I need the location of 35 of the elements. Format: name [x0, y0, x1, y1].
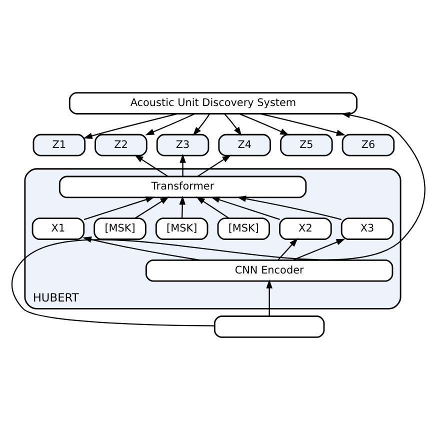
- arrow: [134, 196, 170, 219]
- node-box: Z4: [218, 134, 271, 156]
- node-box: X2: [279, 218, 332, 240]
- arrow: [145, 113, 195, 136]
- arrow: [84, 196, 155, 220]
- arrow: [180, 154, 186, 176]
- node-box: Z6: [342, 134, 395, 156]
- node-box: Transformer: [58, 176, 307, 198]
- arrow: [266, 279, 272, 316]
- node-box: X3: [340, 218, 394, 240]
- node-box: Z3: [156, 134, 210, 156]
- node-box: Z1: [32, 134, 86, 156]
- arrow: [237, 196, 342, 220]
- arrow: [239, 113, 290, 136]
- arrow: [260, 113, 346, 136]
- arrow: [83, 113, 178, 139]
- node-box: Acoustic Unit Discovery System: [68, 92, 358, 114]
- node-box: Z5: [280, 134, 333, 156]
- node-box: X1: [32, 218, 85, 240]
- node-box: CNN Encoder: [145, 259, 394, 282]
- arrow: [11, 112, 426, 326]
- arrow: [179, 196, 186, 218]
- node-box: [MSK]: [155, 218, 208, 240]
- arrow: [196, 196, 230, 219]
- node-box: [MSK]: [94, 218, 146, 240]
- node-box: [MSK]: [217, 218, 270, 240]
- arrow: [192, 113, 210, 136]
- node-box: Z2: [94, 134, 148, 156]
- node-box: [214, 316, 325, 338]
- arrow: [292, 238, 346, 261]
- arrow: [134, 154, 168, 177]
- arrow: [210, 196, 280, 220]
- arrow: [197, 154, 232, 177]
- arrow: [224, 113, 242, 136]
- arrow: [278, 238, 298, 260]
